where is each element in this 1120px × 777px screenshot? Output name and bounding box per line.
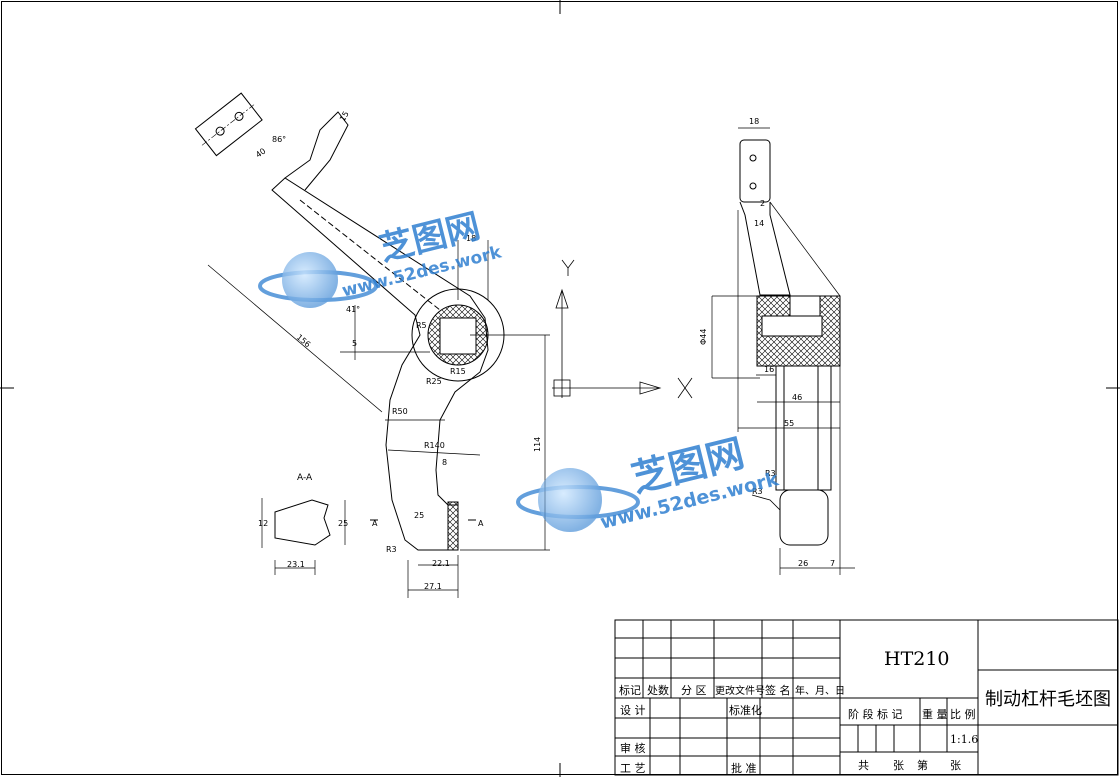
dim-25-left: 25 (414, 511, 424, 520)
front-view (194, 92, 550, 598)
dim-18-top: 18 (749, 117, 759, 126)
dim-2: 2 (760, 199, 765, 208)
dim-40: 40 (254, 146, 268, 159)
section-a-a (261, 498, 346, 575)
bottom-pad-hatch (447, 501, 459, 551)
label-gong: 共 (858, 759, 869, 772)
label-zhongliang: 重 量 (922, 708, 948, 721)
label-di: 第 (917, 759, 928, 772)
dim-r3-front: R3 (386, 545, 397, 554)
dim-r5: R5 (416, 321, 427, 330)
material-label: HT210 (884, 648, 950, 670)
dim-114: 114 (533, 437, 542, 452)
dimension-labels: 18 2 14 Φ44 16 46 55 26 7 R3 R3 18 114 8… (254, 110, 835, 591)
label-sheji: 设 计 (620, 704, 646, 717)
dim-22: 22.1 (432, 559, 450, 568)
part-name: 制动杠杆毛坯图 (985, 689, 1111, 710)
axis-symbol (552, 259, 693, 399)
label-gengai: 更改文件号 (715, 686, 765, 697)
cut-a-left: A (372, 519, 378, 528)
label-fenqu: 分 区 (681, 684, 707, 697)
watermark-logo (258, 252, 640, 532)
label-pizhun: 批 准 (731, 762, 757, 775)
dim-55: 55 (784, 419, 794, 428)
dim-16: 16 (764, 365, 774, 374)
dim-r140: R140 (424, 441, 445, 450)
label-qianming: 签 名 (765, 684, 791, 697)
dim-18-front: 18 (466, 234, 476, 243)
label-zhang2: 张 (950, 759, 961, 772)
dim-156: 156 (295, 333, 312, 350)
dim-46: 46 (792, 393, 802, 402)
dim-25-sec: 25 (338, 519, 348, 528)
dim-r15: R15 (450, 367, 466, 376)
dim-26: 26 (798, 559, 808, 568)
side-view (711, 127, 855, 575)
label-jieduan: 阶 段 标 记 (848, 708, 903, 721)
dim-41deg: 41° (346, 305, 360, 314)
label-shenhe: 审 核 (620, 742, 646, 755)
dim-r3: R3 (752, 487, 763, 496)
dim-r3b: R3 (765, 469, 776, 478)
label-biaoji: 标记 (619, 684, 641, 697)
dim-14: 14 (754, 219, 764, 228)
dim-12: 12 (258, 519, 268, 528)
dim-5: 5 (352, 339, 357, 348)
detail-view (194, 92, 263, 157)
dim-r25: R25 (426, 377, 442, 386)
cut-a-right: A (478, 519, 484, 528)
label-gongyi: 工 艺 (620, 762, 646, 775)
label-chushu: 处数 (647, 684, 669, 697)
dim-27: 27.1 (424, 582, 442, 591)
dim-7: 7 (830, 559, 835, 568)
title-block (614, 619, 1119, 776)
dim-23: 23.1 (287, 560, 305, 569)
label-zhang1: 张 (893, 759, 904, 772)
label-bili: 比 例 (950, 708, 976, 721)
label-nianyueri: 年、月、日 (795, 686, 845, 697)
dim-r50: R50 (392, 407, 408, 416)
scale-value: 1:1.6 (950, 733, 979, 746)
section-label: A-A (297, 473, 313, 483)
label-biaozhunhua: 标准化 (729, 704, 762, 717)
dim-8: 8 (442, 458, 447, 467)
dim-86deg: 86° (272, 135, 286, 144)
dim-15: 15 (338, 110, 351, 123)
dim-44: Φ44 (699, 329, 708, 345)
